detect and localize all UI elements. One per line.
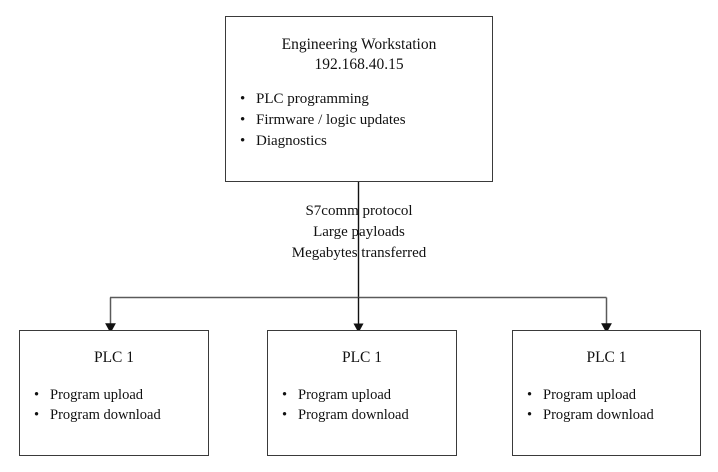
list-item: • Diagnostics <box>240 131 492 152</box>
plc-action-list-2: • Program upload • Program download <box>282 385 456 425</box>
list-item: • PLC programming <box>240 89 492 110</box>
plc-heading-group-3: PLC 1 <box>513 331 700 368</box>
engineering-workstation-node: Engineering Workstation 192.168.40.15 • … <box>225 16 493 182</box>
bullet-point-icon: • <box>282 387 288 403</box>
connector-volume-label: Megabytes transferred <box>291 245 427 261</box>
plc-node-1: PLC 1 • Program upload • Program downloa… <box>19 330 209 456</box>
plc-bullet-label: Program download <box>543 407 654 423</box>
list-item: • Program upload <box>34 385 208 405</box>
connector-protocol-label: S7comm protocol <box>305 203 413 219</box>
workstation-capability-list: • PLC programming • Firmware / logic upd… <box>240 89 492 152</box>
connector-payload-label: Large payloads <box>313 224 405 240</box>
plc-heading-group-2: PLC 1 <box>268 331 456 368</box>
workstation-bullet-label: PLC programming <box>256 91 369 107</box>
plc-node-3: PLC 1 • Program upload • Program downloa… <box>512 330 701 456</box>
list-item: • Program download <box>282 405 456 425</box>
workstation-bullet-label: Diagnostics <box>256 133 327 149</box>
plc-action-list-1: • Program upload • Program download <box>34 385 208 425</box>
list-item: • Program download <box>527 405 700 425</box>
plc-name: PLC 1 <box>586 349 627 366</box>
workstation-name: Engineering Workstation <box>281 36 437 53</box>
list-item: • Program upload <box>282 385 456 405</box>
plc-bullet-label: Program upload <box>298 387 392 403</box>
list-item: • Program upload <box>527 385 700 405</box>
plc-bullet-label: Program upload <box>543 387 637 403</box>
plc-bullet-label: Program download <box>298 407 409 423</box>
connector-annotation: S7comm protocol Large payloads Megabytes… <box>230 201 488 264</box>
workstation-heading-group: Engineering Workstation 192.168.40.15 <box>226 17 492 75</box>
plc-node-2: PLC 1 • Program upload • Program downloa… <box>267 330 457 456</box>
bullet-point-icon: • <box>240 133 246 149</box>
plc-name: PLC 1 <box>341 349 383 366</box>
list-item: • Program download <box>34 405 208 425</box>
plc-action-list-3: • Program upload • Program download <box>527 385 700 425</box>
workstation-ip-address: 192.168.40.15 <box>314 56 404 73</box>
bullet-point-icon: • <box>527 387 533 403</box>
plc-name: PLC 1 <box>93 349 135 366</box>
bullet-point-icon: • <box>282 407 288 423</box>
plc-bullet-label: Program upload <box>50 387 144 403</box>
bullet-point-icon: • <box>240 112 246 128</box>
workstation-bullet-label: Firmware / logic updates <box>256 112 406 128</box>
plc-bullet-label: Program download <box>50 407 161 423</box>
bullet-point-icon: • <box>527 407 533 423</box>
list-item: • Firmware / logic updates <box>240 110 492 131</box>
bullet-point-icon: • <box>34 407 40 423</box>
bullet-point-icon: • <box>240 91 246 107</box>
plc-heading-group-1: PLC 1 <box>20 331 208 368</box>
bullet-point-icon: • <box>34 387 40 403</box>
